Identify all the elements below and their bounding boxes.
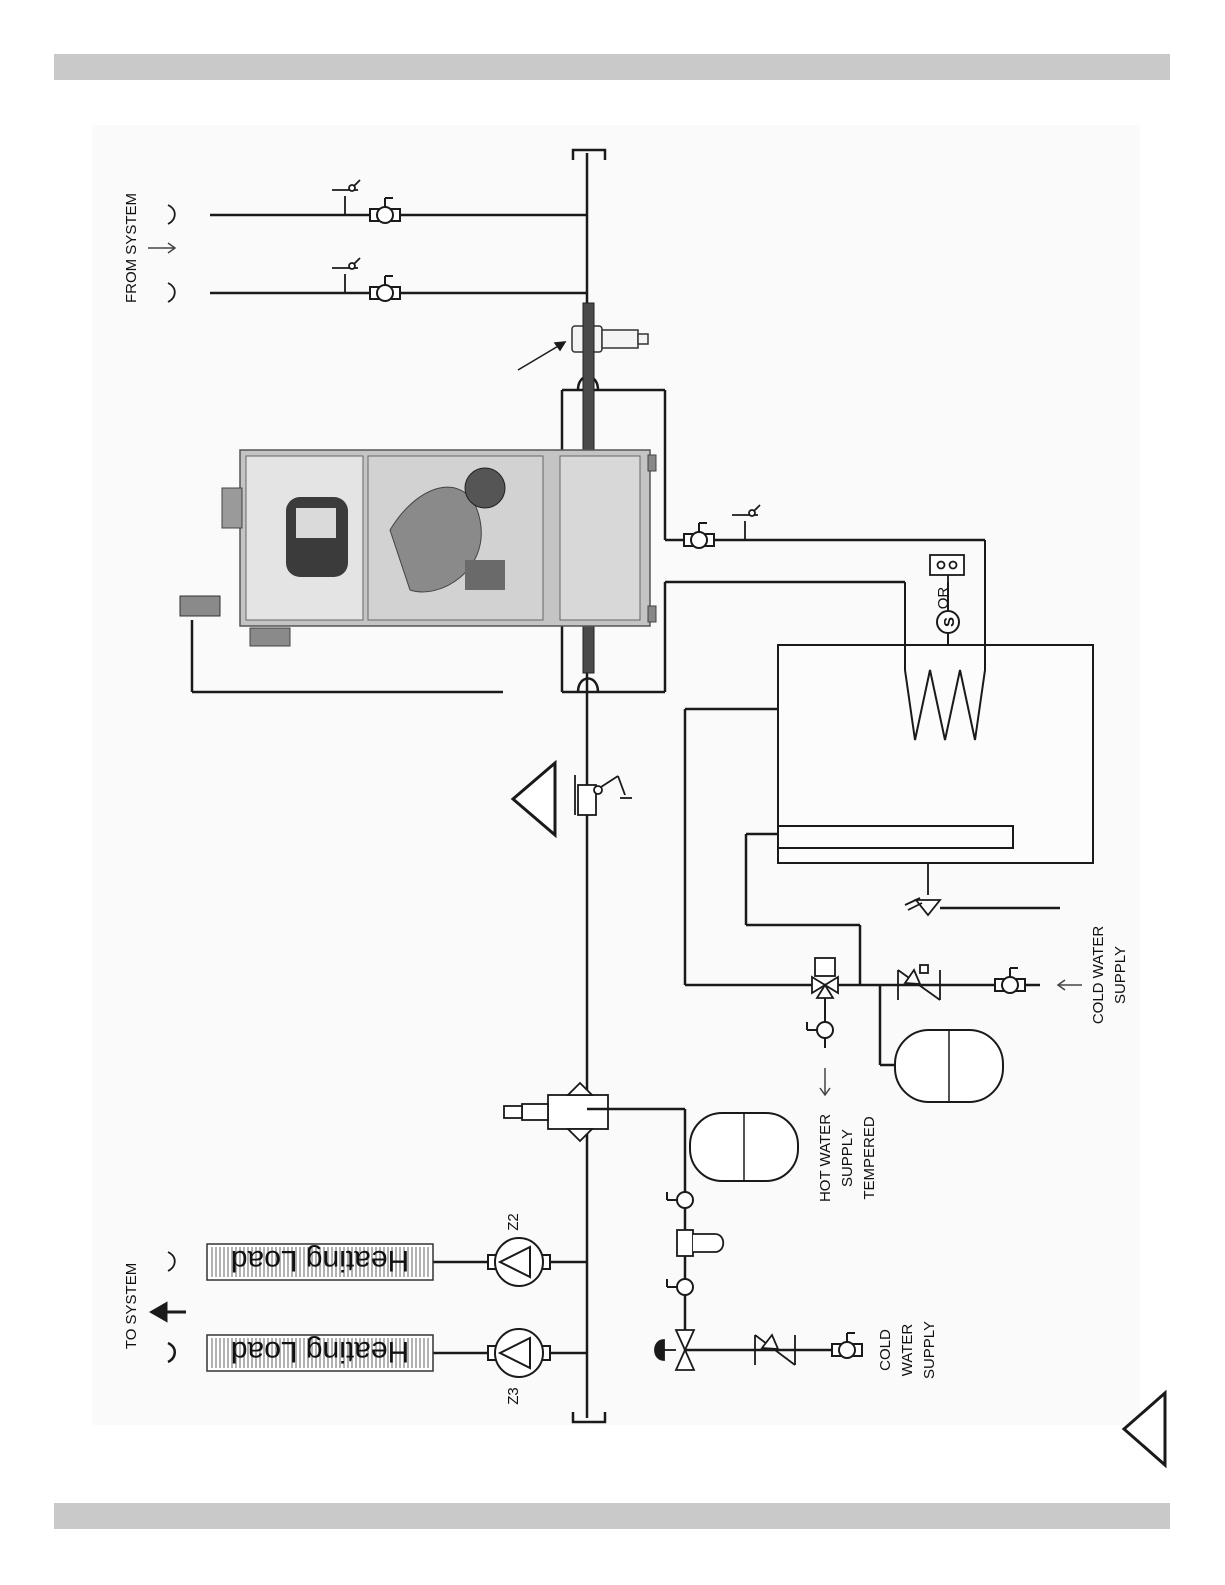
ball-valve-fill-2 xyxy=(667,1279,693,1295)
svg-text:WATER: WATER xyxy=(899,1324,916,1377)
svg-text:SUPPLY: SUPPLY xyxy=(1112,946,1129,1004)
or-label: OR xyxy=(935,587,952,610)
cold-water-supply-label-2: COLD WATER SUPPLY xyxy=(877,1321,938,1379)
ball-valve-cold-water-heating xyxy=(832,1333,862,1358)
boiler-pump xyxy=(465,468,505,508)
cold-water-arrow-1 xyxy=(1058,980,1082,990)
svg-text:COLD WATER: COLD WATER xyxy=(1090,926,1107,1025)
purge-valve-2 xyxy=(332,258,360,293)
warning-triangle-1 xyxy=(513,763,555,835)
from-system-arrow xyxy=(148,243,175,253)
svg-text:COLD: COLD xyxy=(877,1329,894,1371)
ball-valve-return-2 xyxy=(370,276,400,301)
zone-z2-label: Z2 xyxy=(505,1213,522,1231)
ball-valve-tank-supply xyxy=(684,523,714,548)
zone-z3-label: Z3 xyxy=(505,1387,522,1405)
zone-pump-z3 xyxy=(488,1329,550,1377)
break-symbol-1 xyxy=(168,205,175,224)
ball-valve-cold-water-domestic xyxy=(995,968,1025,993)
header-cap-bottom xyxy=(573,1412,605,1422)
header-valve xyxy=(575,775,632,815)
break-symbol-3 xyxy=(168,1252,175,1271)
heating-load-z3-label: Heating Load xyxy=(231,1335,409,1368)
purge-valve-1 xyxy=(332,180,360,215)
break-symbol-4 xyxy=(168,1343,175,1362)
purge-valve-tank xyxy=(732,505,760,540)
sensor-s-label: S xyxy=(941,617,958,627)
dip-tube xyxy=(778,826,1013,848)
svg-text:TEMPERED: TEMPERED xyxy=(861,1116,878,1200)
ball-valve-hot-water xyxy=(807,998,833,1048)
svg-text:HOT WATER: HOT WATER xyxy=(817,1114,834,1202)
svg-text:SUPPLY: SUPPLY xyxy=(921,1321,938,1379)
tp-relief-valve xyxy=(905,863,1060,915)
warning-triangle-2 xyxy=(1124,1393,1165,1465)
hot-water-arrow xyxy=(820,1068,830,1095)
hot-water-supply-tempered-label: HOT WATER SUPPLY TEMPERED xyxy=(817,1114,878,1202)
tank-sensor: S xyxy=(937,611,959,633)
air-separator xyxy=(504,1083,608,1141)
pressure-reducing-valve xyxy=(677,1230,723,1256)
cold-water-supply-label-1: COLD WATER SUPPLY xyxy=(1090,926,1129,1025)
zone-pump-z2 xyxy=(488,1238,550,1286)
to-system-arrow xyxy=(152,1304,186,1320)
svg-text:SUPPLY: SUPPLY xyxy=(839,1129,856,1187)
pointer-arrow xyxy=(518,342,565,370)
to-system-label: TO SYSTEM xyxy=(123,1263,140,1349)
backflow-preventer-domestic xyxy=(898,965,940,1000)
ball-valve-return-1 xyxy=(370,198,400,223)
tank-thermostat xyxy=(930,555,964,585)
break-symbol-2 xyxy=(168,283,175,302)
heating-load-z2-label: Heating Load xyxy=(231,1244,409,1277)
from-system-label: FROM SYSTEM xyxy=(123,193,140,303)
thermostatic-mixing-valve xyxy=(812,958,838,998)
header-cap-top xyxy=(573,150,605,160)
ball-valve-fill-1 xyxy=(667,1192,693,1208)
boiler-unit xyxy=(180,450,656,646)
